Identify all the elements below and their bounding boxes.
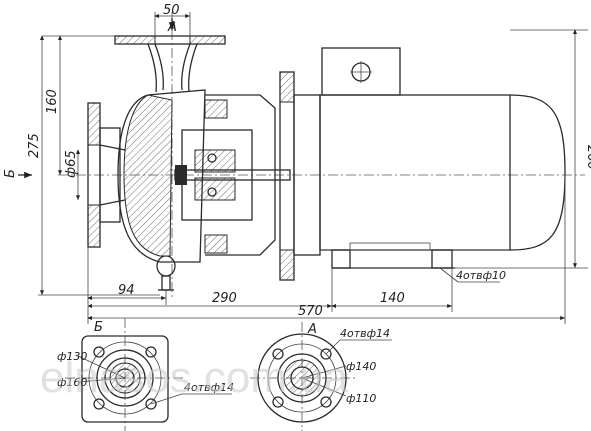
dim-50-label: 50 [163,3,180,18]
dim-290-label: 290 [212,291,237,306]
side-view: 50 A 275 160 Б ф65 260 4от [3,3,591,324]
motor [319,47,566,269]
motor-flange [279,71,321,281]
dim-140-label: 140 [380,291,405,306]
dimensions: 50 A 275 160 Б ф65 260 4от [3,3,591,324]
dim-275-label: 275 [27,133,42,158]
dim-phi140-label: ф140 [346,360,376,373]
view-b-bottom-label: Б [94,320,103,335]
bearing-bracket [175,94,276,256]
watermark-text: elnasos.com.ua [40,353,349,402]
discharge-flange [114,35,226,93]
suction-flange [87,102,126,248]
dim-4holes-14-b-label: 4отвф14 [184,381,234,394]
dim-phi160-label: ф160 [57,376,87,389]
dim-phi130-label: ф130 [57,350,87,363]
pump-casing [117,89,206,291]
dim-4holes-14-a-label: 4отвф14 [340,327,390,340]
dim-4holes-10-label: 4отвф10 [456,269,506,282]
dim-570-label: 570 [298,304,323,319]
dim-phi65-label: ф65 [64,150,79,178]
view-b-side-marker: Б [3,169,18,178]
view-a-flange: A 4отвф14 ф140 ф110 [250,322,392,431]
shaft [174,169,291,181]
view-a-bottom-label: A [307,322,317,337]
dim-phi110-label: ф110 [346,392,376,405]
dim-160-label: 160 [45,89,60,114]
view-b-flange: Б ф130 ф160 4отвф14 [57,318,234,431]
dim-94-label: 94 [118,283,135,298]
dim-260-label: 260 [584,145,591,170]
